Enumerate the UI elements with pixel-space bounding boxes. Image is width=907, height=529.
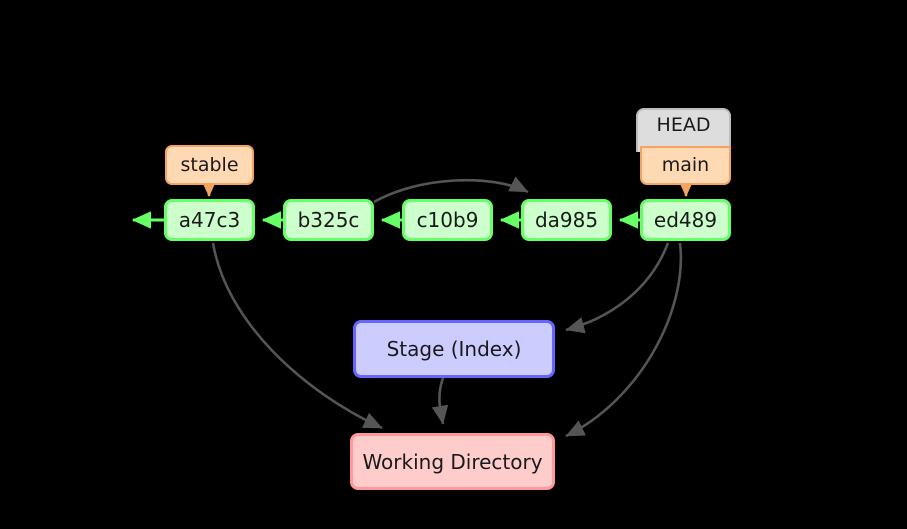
ref-pointer-edges <box>201 180 694 198</box>
head-label-text: HEAD <box>656 114 711 136</box>
head-label[interactable]: HEAD <box>636 108 731 152</box>
commit-node-da985[interactable]: da985 <box>521 199 612 241</box>
stage-index-box[interactable]: Stage (Index) <box>353 320 555 378</box>
commit-label: b325c <box>297 208 360 232</box>
commit-label: ed489 <box>653 208 718 232</box>
commit-node-c10b9[interactable]: c10b9 <box>402 199 493 241</box>
commit-label: da985 <box>534 208 599 232</box>
commit-node-a47c3[interactable]: a47c3 <box>164 199 255 241</box>
commit-label: a47c3 <box>178 208 241 232</box>
branch-label-stable[interactable]: stable <box>165 145 254 185</box>
stage-index-label: Stage (Index) <box>386 337 522 361</box>
branch-label-text: main <box>661 154 710 176</box>
commit-node-ed489[interactable]: ed489 <box>640 199 731 241</box>
commit-node-b325c[interactable]: b325c <box>283 199 374 241</box>
branch-label-main[interactable]: main <box>640 146 731 185</box>
working-directory-box[interactable]: Working Directory <box>350 433 555 490</box>
branch-label-text: stable <box>180 153 239 176</box>
working-directory-label: Working Directory <box>362 449 543 474</box>
commit-label: c10b9 <box>416 208 479 232</box>
